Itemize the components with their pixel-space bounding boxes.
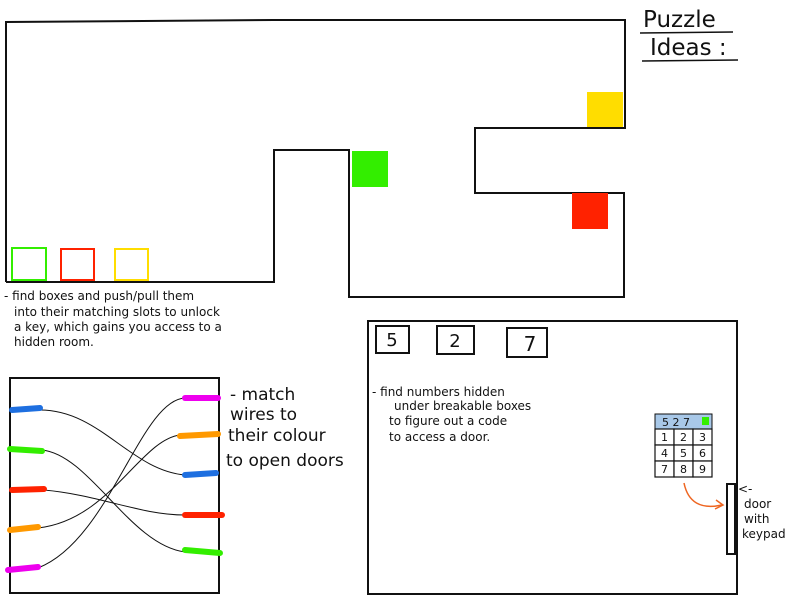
wire-note-line-4: to open doors [226,451,344,471]
wire-green [41,449,186,553]
level-outline [5,19,626,298]
number-box-2-value: 2 [449,331,460,352]
wire-magenta [37,397,186,569]
wire-panel [9,377,220,594]
door-note-line-4: keypad [742,527,786,541]
door-note: <- door with keypad [738,482,786,541]
right-wire-end-orange [177,431,221,439]
box-note-line-1: - find boxes and push/pull them [4,289,194,303]
number-box-1-value: 5 [386,330,397,351]
keypad-key-label: 4 [661,447,668,460]
wire-connections [37,397,186,569]
keypad-key-label: 3 [699,431,706,444]
wire-red [43,489,186,516]
door-note-line-1: <- [738,482,752,496]
number-puzzle: 5 2 7 - find numbers hidden under breaka… [367,320,786,595]
box-green [352,151,388,187]
title-line1: Puzzle [643,7,716,33]
number-note-line-1: - find numbers hidden [372,385,505,399]
wire-puzzle-note: - match wires to their colour to open do… [226,385,344,471]
left-wire-ends [5,405,47,573]
number-boxes: 5 2 7 [375,325,548,358]
number-room [367,320,738,595]
number-puzzle-note: - find numbers hidden under breakable bo… [372,385,531,444]
right-wire-ends [177,395,225,556]
wire-blue [39,409,186,476]
keypad-key-9 [692,460,713,478]
box-note-line-4: hidden room. [14,335,94,349]
door-note-line-3: with [744,512,769,526]
door-note-line-2: door [744,497,771,511]
right-wire-end-green [182,547,223,556]
box-puzzle: - find boxes and push/pull them into the… [4,19,626,349]
keypad-key-label: 8 [680,463,687,476]
arrow-icon [683,482,723,507]
keypad-key-label: 2 [680,431,687,444]
left-wire-end-green [7,446,45,454]
keypad-key-label: 9 [699,463,706,476]
number-box-3 [506,327,548,358]
left-wire-end-blue [9,405,43,413]
wire-orange [37,434,181,529]
keypad-key-label: 6 [699,447,706,460]
title: Puzzle Ideas : [639,7,739,62]
number-note-line-3: to figure out a code [389,414,507,428]
box-note-line-3: a key, which gains you access to a [14,320,222,334]
slot-green [11,247,47,281]
keypad-display-code: 5 2 7 [662,416,690,429]
keypad-key-label: 1 [661,431,668,444]
left-wire-end-orange [7,524,41,533]
wire-note-line-2: wires to [230,405,297,425]
number-box-2 [436,325,475,355]
box-red [572,193,608,229]
keypad-key-label: 7 [661,463,668,476]
door [726,483,736,555]
number-note-line-4: to access a door. [389,430,490,444]
title-underline-2 [641,59,739,62]
arrow-head-icon [714,499,725,510]
number-note-line-2: under breakable boxes [394,399,531,413]
keypad-key-label: 5 [680,447,687,460]
box-note-line-2: into their matching slots to unlock [14,305,220,319]
left-wire-end-magenta [5,564,41,573]
wire-puzzle: - match wires to their colour to open do… [5,377,344,594]
number-box-3-value: 7 [524,332,537,356]
title-underline-1 [639,31,734,34]
slot-yellow [114,248,149,281]
wire-note-line-3: their colour [228,426,326,446]
right-wire-end-blue [182,470,219,478]
keypad-led [702,417,709,425]
box-yellow [587,92,623,127]
left-wire-end-red [9,486,47,493]
wire-note-line-1: - match [230,385,295,405]
number-box-1 [375,325,410,354]
box-puzzle-note: - find boxes and push/pull them into the… [4,289,222,349]
slot-red [60,248,95,281]
title-line2: Ideas : [650,35,727,61]
